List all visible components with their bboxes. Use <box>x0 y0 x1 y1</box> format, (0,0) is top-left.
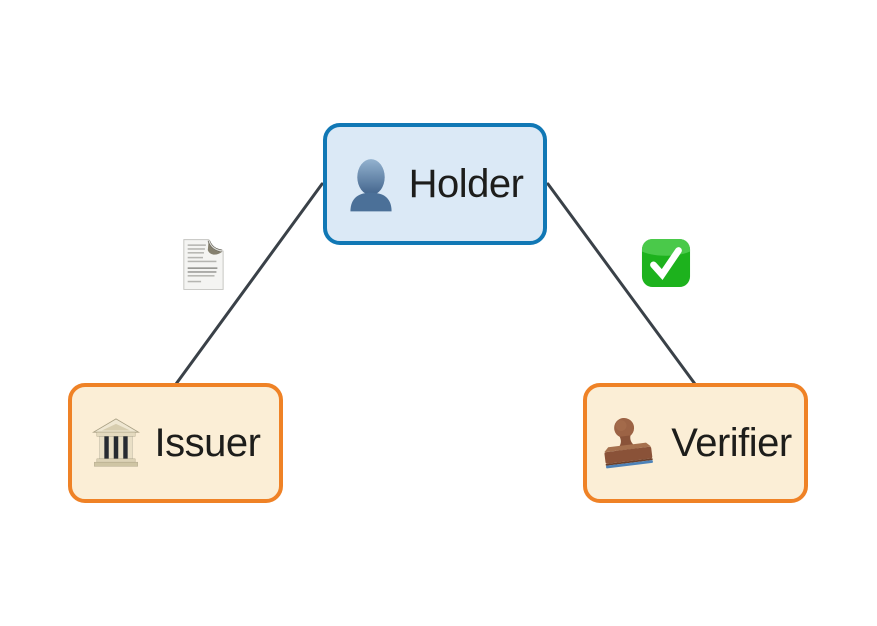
rubber-stamp-icon <box>599 415 657 471</box>
node-issuer: Issuer <box>68 383 283 503</box>
check-mark-button-icon <box>641 238 691 293</box>
person-bust-icon <box>347 156 395 212</box>
node-label-verifier: Verifier <box>671 421 792 465</box>
edge-holder-verifier-line <box>546 182 697 386</box>
node-holder: Holder <box>323 123 547 245</box>
page-with-curl-icon <box>180 237 226 297</box>
node-label-holder: Holder <box>408 162 524 206</box>
node-verifier: Verifier <box>583 383 808 503</box>
bank-icon <box>91 418 141 468</box>
edge-issuer-holder-line <box>174 182 324 386</box>
node-label-issuer: Issuer <box>154 421 261 465</box>
